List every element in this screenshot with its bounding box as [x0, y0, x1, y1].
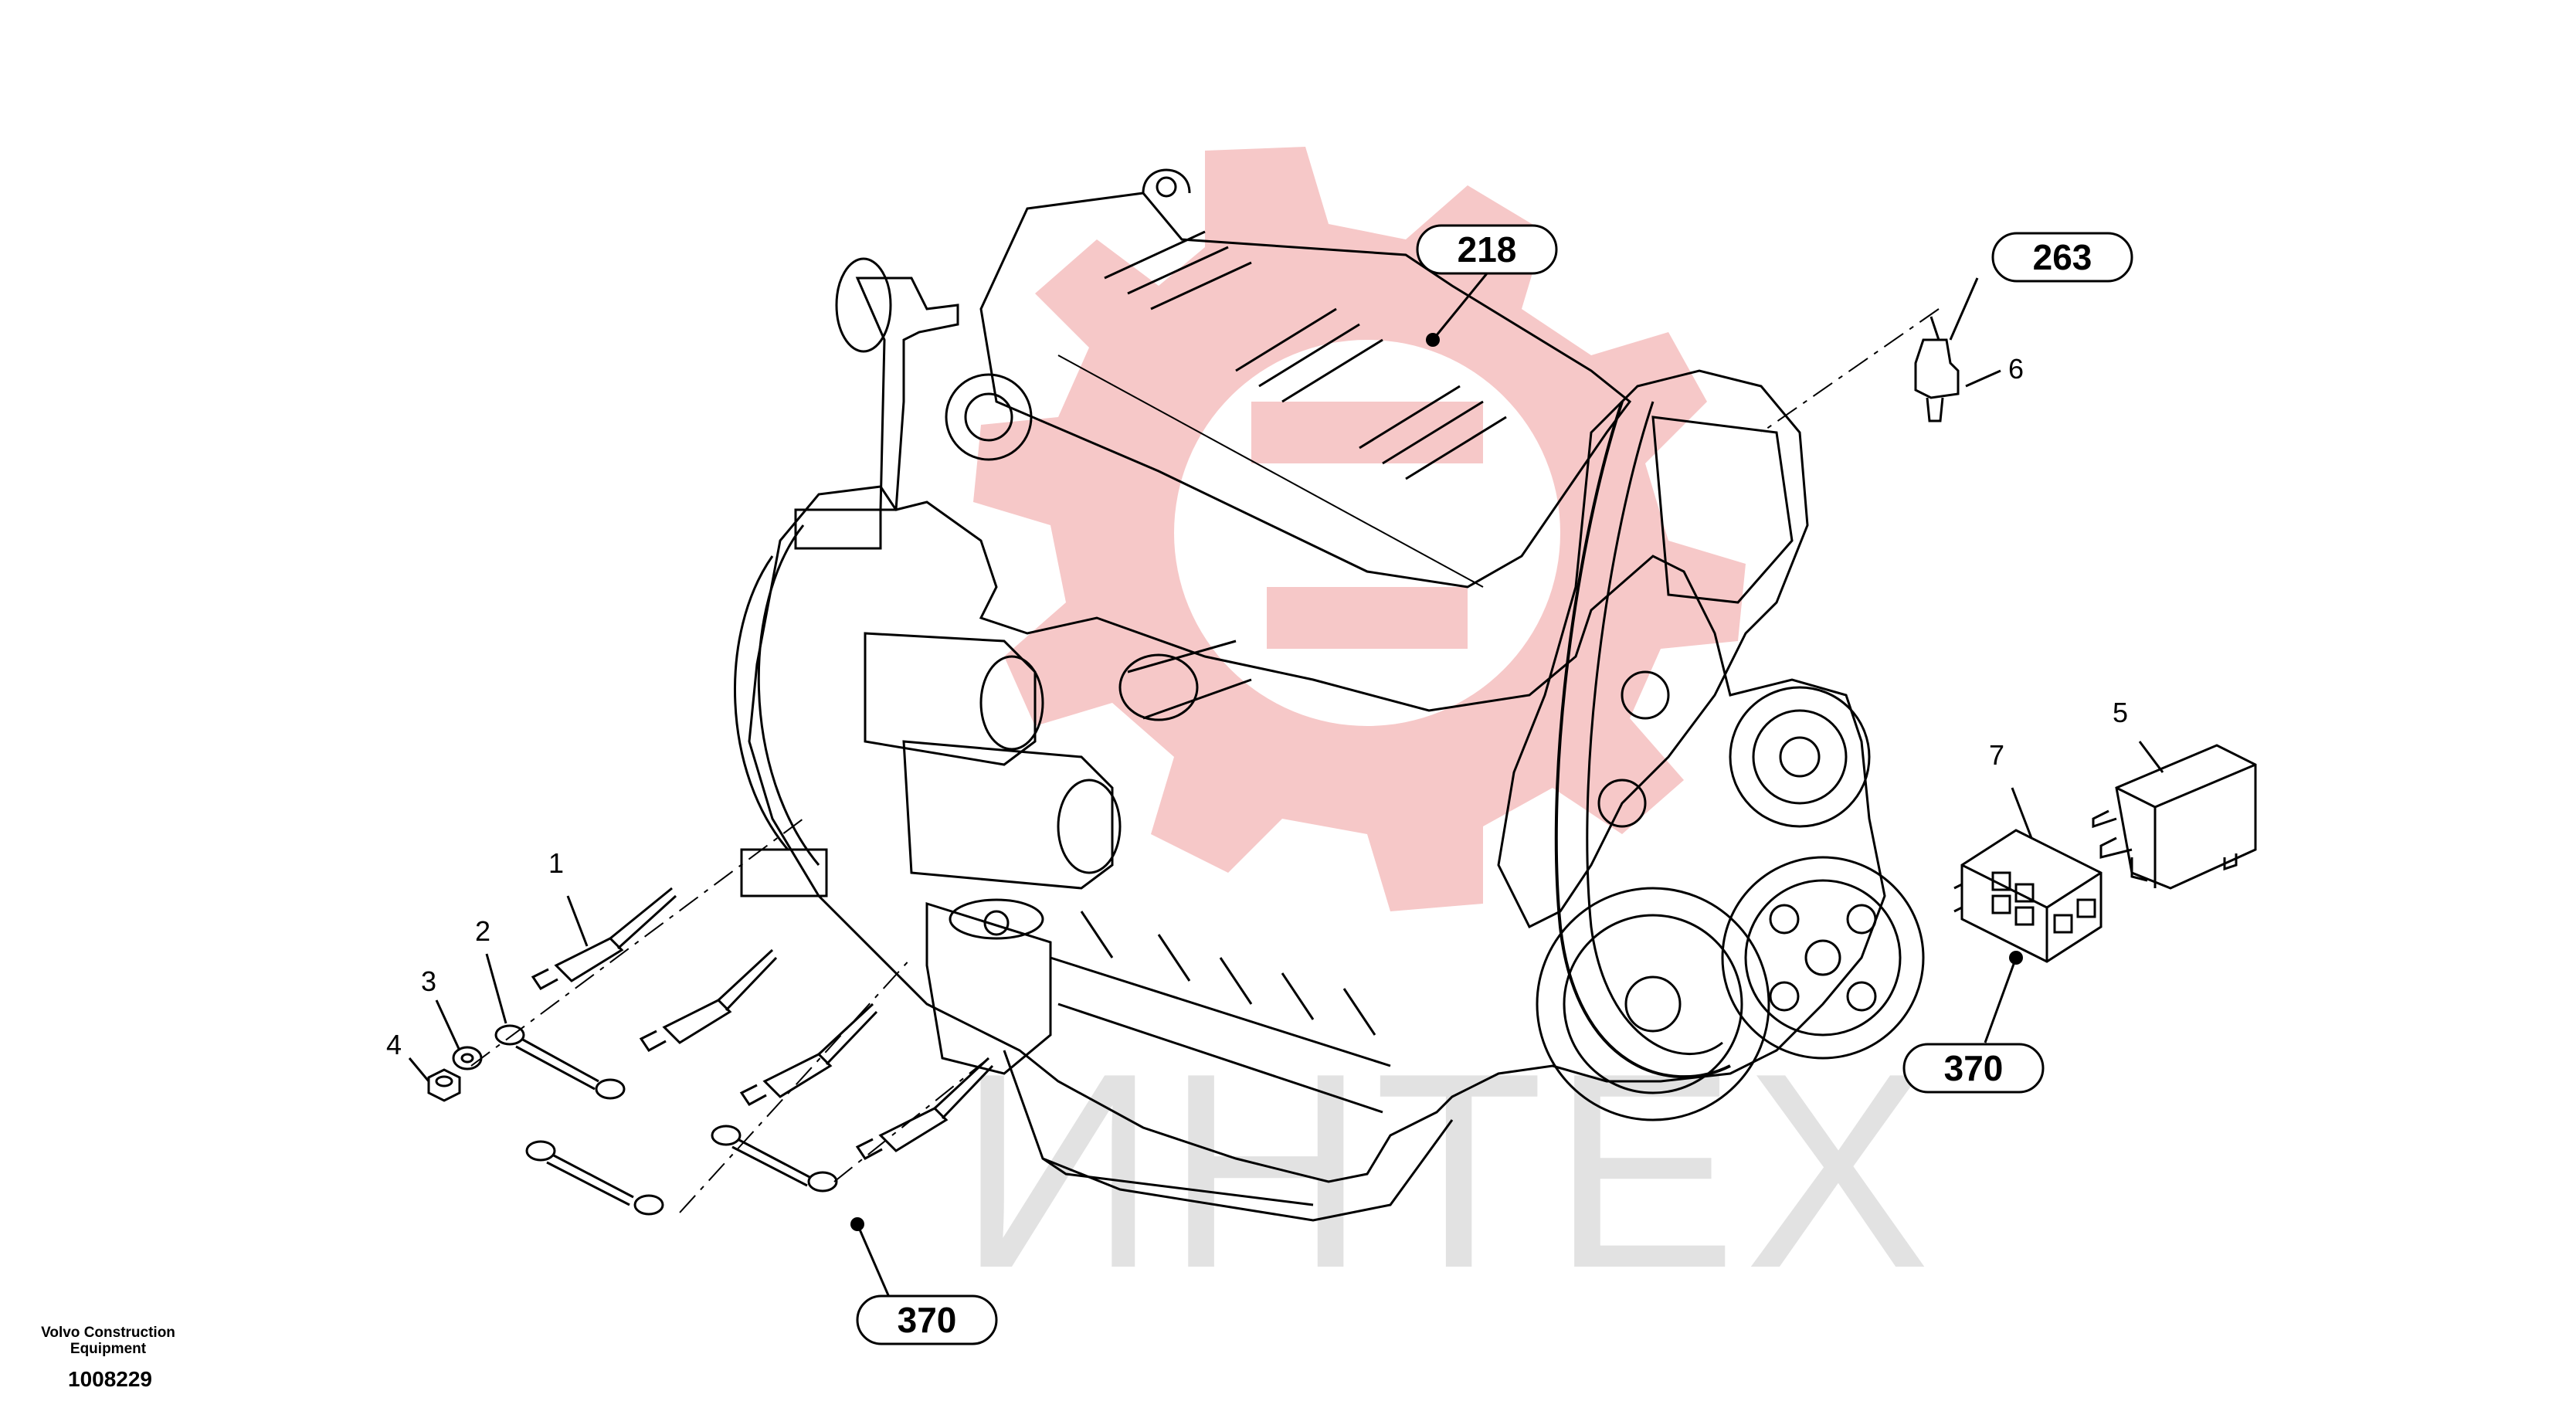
part-number-leaders	[408, 369, 2164, 1082]
part-number-3: 3	[421, 965, 436, 997]
callout-dots	[850, 333, 2023, 1231]
glow-plug-connecting-bars	[494, 1024, 838, 1216]
engine-block-drawing	[734, 168, 1925, 1222]
assembly-leader-lines	[470, 308, 1940, 1213]
part-number-2: 2	[475, 915, 490, 947]
document-number: 1008229	[68, 1367, 153, 1391]
callout-370-bottom[interactable]: 370	[856, 1294, 998, 1345]
callout-263[interactable]: 263	[1991, 232, 2133, 283]
callout-370-right[interactable]: 370	[1902, 1043, 2045, 1094]
svg-text:263: 263	[2033, 237, 2092, 277]
watermark-text: ИНТЕХ	[958, 1016, 1938, 1326]
svg-text:218: 218	[1458, 229, 1517, 270]
part-number-6: 6	[2008, 353, 2024, 385]
part-number-4: 4	[386, 1029, 402, 1060]
callout-218[interactable]: 218	[1416, 224, 1558, 275]
part-number-5: 5	[2113, 697, 2128, 728]
relay-part	[2092, 744, 2257, 890]
manufacturer-caption: Volvo Construction Equipment	[41, 1325, 175, 1357]
svg-text:370: 370	[1944, 1048, 2004, 1088]
temperature-sender-part	[1914, 316, 1960, 422]
glow-plugs	[531, 887, 994, 1160]
svg-text:370: 370	[898, 1300, 957, 1340]
part-number-7: 7	[1989, 739, 2004, 771]
washer-part	[452, 1046, 483, 1070]
relay-connector-part	[1953, 829, 2103, 963]
nut-part	[427, 1068, 461, 1102]
part-number-1: 1	[548, 847, 564, 879]
